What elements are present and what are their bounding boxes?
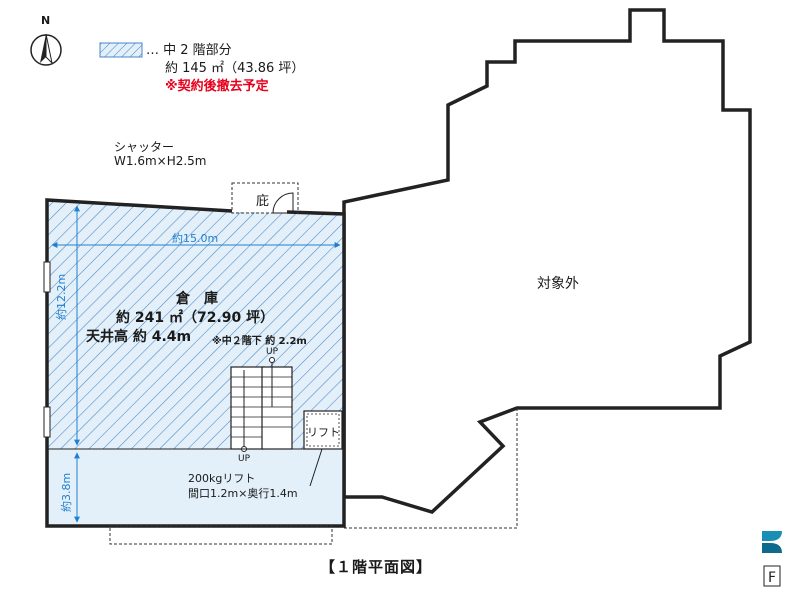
legend-swatch-label: … 中 2 階部分 — [146, 43, 232, 58]
front-apron — [109, 525, 333, 545]
warehouse-ceiling: 天井高 約 4.4m — [86, 329, 192, 345]
dimension-lower: 約3.8m — [60, 472, 73, 512]
dimension-height: 約12.2m — [55, 273, 68, 320]
floor-title: 【１階平面図】 — [320, 558, 433, 576]
stairs-up-label-upper: UP — [266, 347, 279, 357]
excluded-dashed-edge — [344, 408, 518, 529]
lift-size: 間口1.2m×奥行1.4m — [188, 487, 298, 500]
compass-label: N — [41, 14, 51, 27]
svg-text:F: F — [768, 570, 776, 586]
shutter-size: W1.6m×H2.5m — [114, 154, 207, 168]
stairs-right — [261, 366, 293, 450]
legend-area: 約 145 ㎡（43.86 坪） — [165, 61, 305, 76]
excluded-label: 対象外 — [537, 276, 579, 292]
warehouse-ceiling-note: ※中２階下 約 2.2m — [212, 336, 307, 347]
dimension-width: 約15.0m — [172, 232, 219, 245]
excluded-area — [342, 8, 752, 514]
company-logo-icon — [762, 531, 782, 553]
lift-capacity: 200kgリフト — [188, 472, 256, 485]
window-left-upper — [43, 261, 51, 293]
warehouse-ground-area — [47, 449, 345, 526]
legend-swatch — [99, 42, 143, 58]
legend-note: ※契約後撤去予定 — [165, 79, 269, 94]
f-badge-icon: F — [763, 565, 781, 587]
window-left-lower — [43, 406, 51, 438]
shutter-label: シャッター — [114, 140, 175, 154]
stairs-up-label-lower: UP — [238, 454, 251, 464]
warehouse-area: 約 241 ㎡（72.90 坪） — [116, 310, 275, 326]
lift-label: リフト — [307, 426, 340, 439]
eaves-outline — [231, 182, 299, 214]
eaves-label: 庇 — [256, 194, 270, 209]
compass-icon — [30, 33, 62, 66]
warehouse-name: 倉 庫 — [176, 291, 218, 307]
